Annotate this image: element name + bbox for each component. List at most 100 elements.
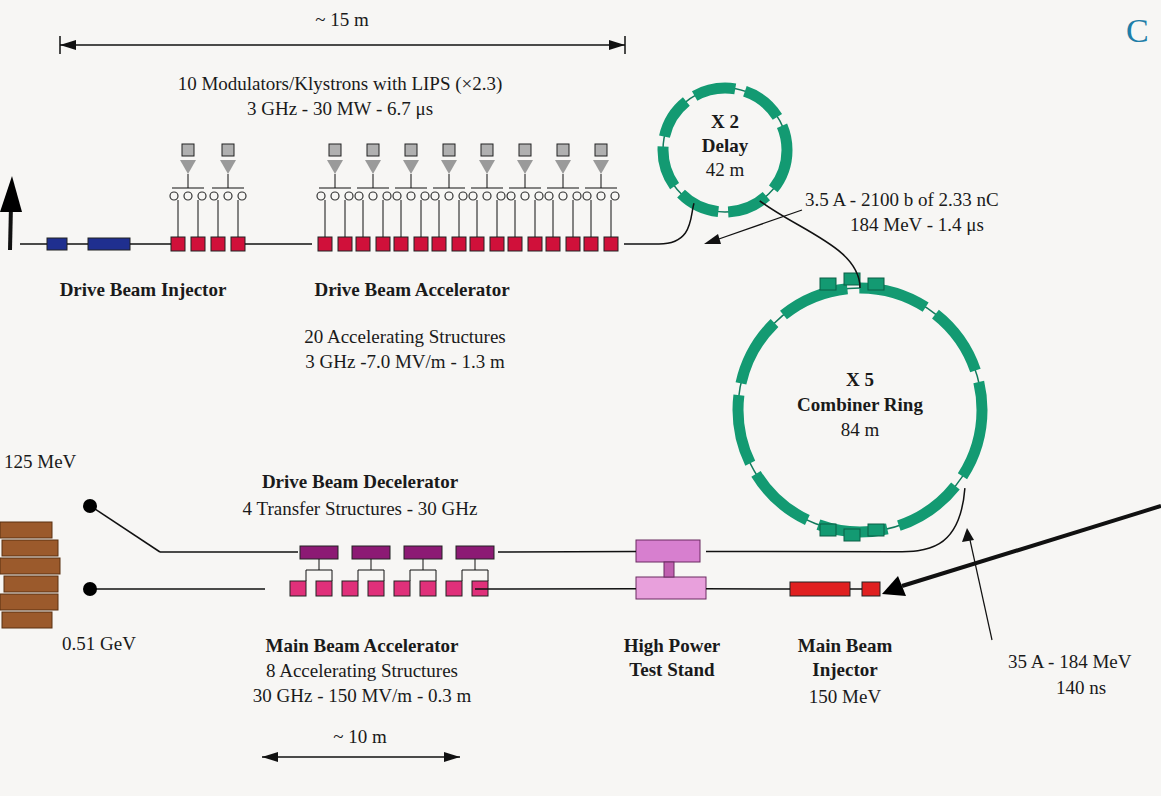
rf-feed (306, 570, 332, 571)
waveguide (411, 174, 412, 188)
rf-system-label: 10 Modulators/Klystrons with LIPS (×2.3) (178, 72, 503, 96)
waveguide (401, 200, 402, 237)
accelerating-structure (546, 237, 560, 251)
waveguide (515, 200, 516, 237)
rf-feed (358, 570, 359, 581)
transfer-structure (352, 546, 390, 559)
main-beam-buncher (862, 582, 880, 596)
pulse-compressor (224, 192, 232, 200)
pulse-compressor (497, 192, 505, 200)
combiner-ring (738, 288, 982, 532)
klystron-symbol (555, 160, 571, 174)
modulator-box (329, 144, 341, 156)
rf-feed (423, 559, 424, 570)
pulse-compressor (611, 192, 619, 200)
component-spec: 8 Accelerating Structures (266, 659, 458, 683)
waveguide (535, 200, 536, 237)
accelerating-structure (452, 237, 466, 251)
beam-parameter: 35 A - 184 MeV (1008, 650, 1132, 674)
dimension-arrowhead (444, 752, 460, 762)
pulse-compressor (573, 192, 581, 200)
pulse-compressor (507, 192, 515, 200)
beam-line (92, 588, 265, 590)
component-name: X 5 (846, 368, 874, 392)
pulse-compressor (483, 192, 491, 200)
rf-feed (358, 570, 384, 571)
dimension-line (60, 44, 625, 46)
main-beam-gun (790, 582, 850, 596)
component-spec: 4 Transfer Structures - 30 GHz (243, 497, 478, 521)
component-name: Main Beam Injector (785, 634, 905, 682)
accelerating-structure (414, 237, 428, 251)
modulator-box (595, 144, 607, 156)
pulse-compressor (431, 192, 439, 200)
dimension-label: ~ 15 m (315, 8, 369, 32)
pulse-compressor (238, 192, 246, 200)
beam-line (760, 201, 860, 288)
waveguide (459, 200, 460, 237)
klystron-symbol (180, 160, 196, 174)
waveguide (449, 174, 450, 188)
dimension-arrowhead (609, 40, 625, 50)
beam-line (850, 588, 862, 590)
transfer-structure (404, 546, 442, 559)
modulator-box (481, 144, 493, 156)
pulse-compressor (170, 192, 178, 200)
rf-feed (462, 570, 488, 571)
component-name: Drive Beam Injector (60, 278, 227, 302)
accelerating-structure (470, 237, 484, 251)
rf-feed (462, 570, 463, 581)
accelerating-structure (604, 237, 618, 251)
delay-loop (663, 88, 787, 212)
transfer-structure (300, 546, 338, 559)
energy-label: 125 MeV (4, 450, 76, 474)
accelerating-structure (432, 237, 446, 251)
component-spec: Combiner Ring (797, 393, 923, 417)
dimension-label: ~ 10 m (333, 725, 387, 749)
pulse-compressor (583, 192, 591, 200)
kicker-magnet (868, 278, 884, 290)
modulator-box (405, 144, 417, 156)
waveguide (335, 174, 336, 188)
beam-line (67, 243, 88, 245)
waveguide (363, 200, 364, 237)
component-spec: 42 m (706, 158, 745, 182)
pulse-compressor (393, 192, 401, 200)
waveguide (383, 200, 384, 237)
waveguide (439, 200, 440, 237)
beam-line (130, 243, 171, 245)
waveguide (547, 188, 579, 189)
waveguide (509, 188, 541, 189)
waveguide (172, 188, 204, 189)
rf-feed (319, 559, 320, 570)
pulse-compressor (345, 192, 353, 200)
pulse-compressor (331, 192, 339, 200)
pulse-compressor (545, 192, 553, 200)
main-accelerating-structure (394, 581, 410, 596)
klystron-symbol (403, 160, 419, 174)
structure-label: 3 GHz -7.0 MV/m - 1.3 m (305, 350, 504, 374)
accelerating-structure (376, 237, 390, 251)
beam-line (160, 551, 298, 553)
component-spec: Delay (702, 134, 748, 158)
component-name: High Power Test Stand (607, 634, 737, 682)
rf-feed (410, 570, 436, 571)
waveguide (525, 174, 526, 188)
injector-section: Drive Beam Injector (45, 236, 245, 252)
shielding-brick (4, 576, 58, 592)
transfer-structure (456, 546, 494, 559)
waveguide (228, 174, 229, 188)
accelerating-structure (394, 237, 408, 251)
waveguide (218, 200, 219, 237)
pulse-compressor (407, 192, 415, 200)
shielding-brick (2, 612, 52, 628)
accelerating-structure (566, 237, 580, 251)
pulse-compressor (559, 192, 567, 200)
test-stand-upper (636, 540, 700, 562)
waveguide (319, 188, 351, 189)
waveguide (471, 188, 503, 189)
waveguide (178, 200, 179, 237)
waveguide (497, 200, 498, 237)
delay-loop-magnets (663, 88, 787, 212)
